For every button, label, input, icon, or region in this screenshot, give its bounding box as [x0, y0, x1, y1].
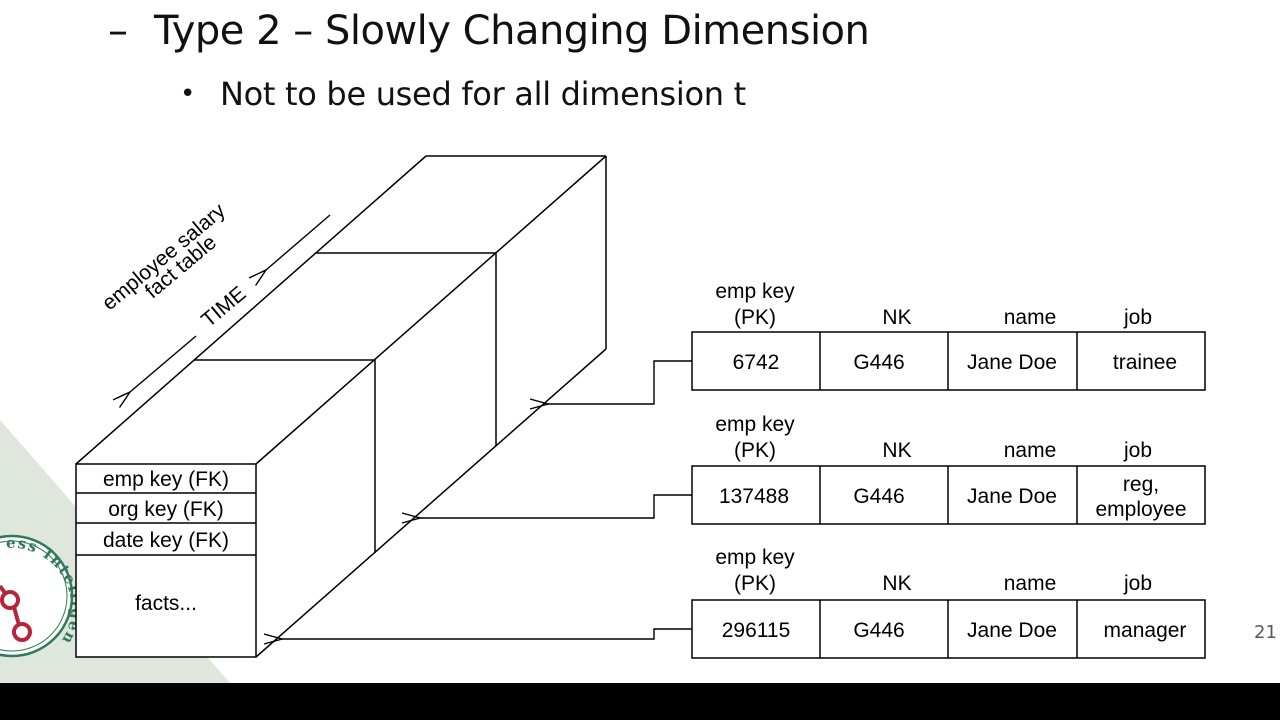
header-emp-key: emp key — [715, 546, 795, 569]
heading-marker: – — [108, 8, 128, 54]
slide: –Type 2 – Slowly Changing Dimension • Not… — [0, 0, 1277, 683]
header-nk: NK — [882, 439, 911, 462]
connector-row-3 — [282, 628, 692, 639]
header-job: job — [1123, 439, 1152, 462]
fact-field-org-key: org key (FK) — [108, 498, 224, 521]
row-connectors — [282, 360, 692, 639]
header-name: name — [1004, 572, 1057, 595]
time-arrow-upper — [266, 214, 331, 270]
fact-facts-label: facts... — [135, 592, 197, 615]
bullet-marker: • — [180, 79, 196, 109]
cell-job-line2: employee — [1095, 498, 1186, 521]
cell-name: Jane Doe — [967, 351, 1057, 374]
dimension-row-1: emp key (PK) NK name job 6742 G446 Jane … — [691, 280, 1206, 391]
dimension-row-3: emp key (PK) NK name job 296115 G446 Jan… — [691, 546, 1206, 659]
scd-diagram: ess Intelligence em — [0, 0, 1206, 683]
header-job: job — [1123, 306, 1152, 329]
slide-heading: –Type 2 – Slowly Changing Dimension — [108, 8, 870, 54]
time-arrows — [130, 214, 331, 392]
fact-table-title: employee salary fact table TIME — [98, 199, 251, 332]
cell-name: Jane Doe — [967, 485, 1057, 508]
dimension-row-2: emp key (PK) NK name job 137488 G446 Jan… — [691, 413, 1206, 525]
connector-row-1 — [548, 360, 692, 404]
cell-nk: G446 — [853, 485, 904, 508]
heading-text: Type 2 – Slowly Changing Dimension — [154, 8, 870, 54]
fact-table-fields: emp key (FK) org key (FK) date key (FK) … — [103, 468, 229, 615]
cell-nk: G446 — [853, 619, 904, 642]
cell-emp-key: 137488 — [719, 485, 789, 508]
header-emp-key: emp key — [715, 413, 795, 436]
cell-job-line1: reg, — [1123, 473, 1159, 496]
cell-emp-key: 296115 — [722, 619, 791, 642]
logo-network-icon — [0, 584, 32, 642]
slide-bullet: • Not to be used for all dimension t — [180, 75, 746, 113]
connector-row-2 — [420, 494, 692, 518]
cell-emp-key: 6742 — [733, 351, 780, 374]
fact-table-prism — [75, 155, 607, 658]
time-label: TIME — [197, 282, 250, 332]
header-emp-key: emp key — [715, 280, 795, 303]
fact-field-emp-key: emp key (FK) — [103, 468, 229, 491]
cell-job: trainee — [1113, 351, 1177, 374]
bottom-black-bar — [0, 683, 1280, 720]
header-name: name — [1004, 306, 1057, 329]
cell-nk: G446 — [853, 351, 904, 374]
header-pk: (PK) — [734, 306, 776, 329]
header-name: name — [1004, 439, 1057, 462]
header-pk: (PK) — [734, 439, 776, 462]
cell-name: Jane Doe — [967, 619, 1057, 642]
bullet-text: Not to be used for all dimension t — [220, 75, 746, 113]
slide-number: 21 — [1254, 622, 1277, 643]
header-pk: (PK) — [734, 572, 776, 595]
cell-job: manager — [1104, 619, 1187, 642]
fact-field-date-key: date key (FK) — [103, 529, 229, 552]
header-nk: NK — [882, 306, 911, 329]
time-arrow-lower — [130, 335, 197, 392]
prism-front-face — [75, 463, 257, 658]
header-nk: NK — [882, 572, 911, 595]
header-job: job — [1123, 572, 1152, 595]
